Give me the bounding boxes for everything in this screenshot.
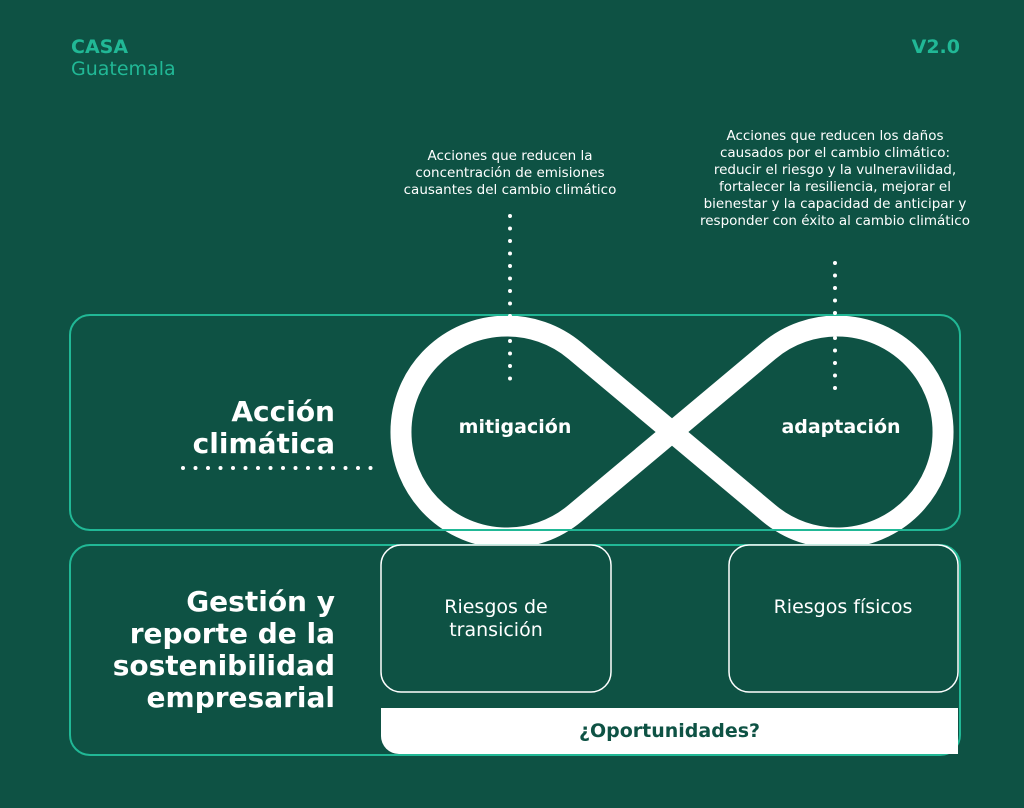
- version-label: V2.0: [911, 36, 960, 58]
- brand-country: Guatemala: [71, 58, 176, 80]
- climate-action-title: Acción climática: [192, 395, 335, 460]
- mitigation-label: mitigación: [458, 416, 572, 438]
- opportunities-bar: ¿Oportunidades?: [381, 708, 958, 754]
- adaptation-description: Acciones que reducen los daños causados …: [700, 128, 970, 229]
- brand-logo: CASA Guatemala: [71, 36, 176, 80]
- transition-risk-box: [380, 544, 612, 693]
- physical-risk-box: [728, 544, 959, 693]
- transition-risk-label: Riesgos de transición: [444, 596, 548, 641]
- management-title: Gestión y reporte de la sostenibilidad e…: [112, 585, 335, 714]
- physical-risk-label: Riesgos físicos: [773, 596, 913, 618]
- brand-name: CASA: [71, 36, 129, 58]
- mitigation-description: Acciones que reducen la concentración de…: [403, 148, 617, 198]
- climate-action-box: [69, 314, 961, 531]
- infinity-symbol: [390, 315, 954, 549]
- adaptation-label: adaptación: [781, 416, 901, 438]
- opportunities-label: ¿Oportunidades?: [578, 720, 761, 742]
